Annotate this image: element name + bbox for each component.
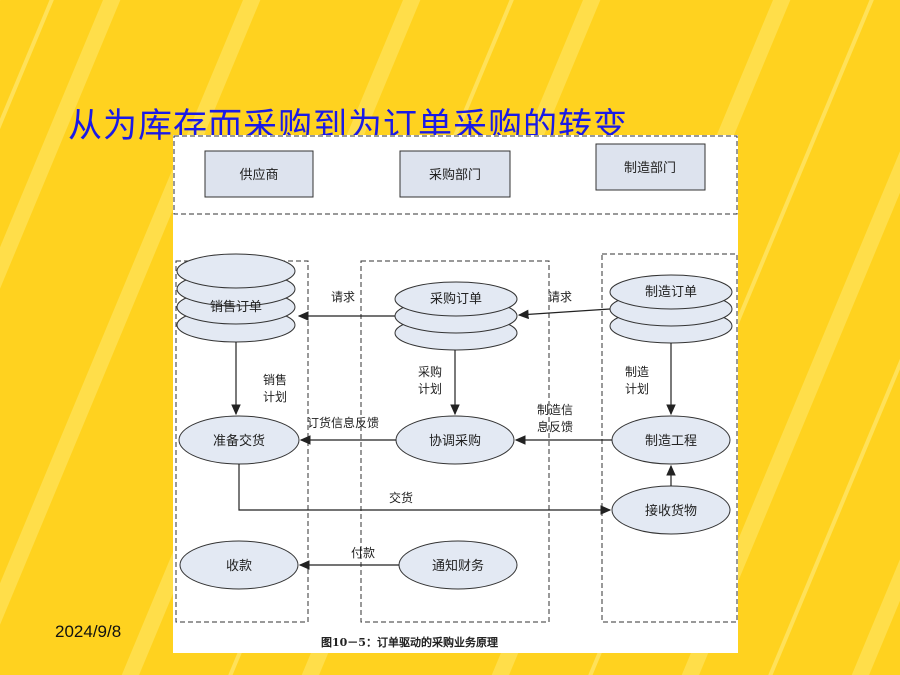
arrow-delivery <box>238 464 612 515</box>
top-frame <box>173 135 738 215</box>
label-mfg-feedback-1: 制造信 <box>537 403 573 417</box>
receive-goods-node: 接收货物 <box>611 485 731 535</box>
purchasing-dept-box: 采购部门 <box>399 150 511 198</box>
manufacturing-dept-box: 制造部门 <box>595 143 706 191</box>
arrow-mfg-to-purchase <box>517 308 611 320</box>
supplier-label: 供应商 <box>239 167 278 183</box>
label-delivery: 交货 <box>389 490 413 505</box>
notify-finance-label: 通知财务 <box>432 558 484 574</box>
prepare-delivery-label: 准备交货 <box>213 433 265 449</box>
coordinate-purchase-label: 协调采购 <box>429 433 481 449</box>
label-sales-plan-1: 销售 <box>263 372 287 387</box>
collect-payment-node: 收款 <box>179 540 299 590</box>
purchase-order-stack <box>394 281 518 351</box>
sales-order-label: 销售订单 <box>210 299 262 315</box>
label-mfg-plan-2: 计划 <box>625 382 649 396</box>
sales-order-stack <box>176 253 296 343</box>
supplier-box: 供应商 <box>204 150 314 198</box>
notify-finance-node: 通知财务 <box>398 540 518 590</box>
receive-goods-label: 接收货物 <box>645 503 697 519</box>
label-order-feedback: 订货信息反馈 <box>307 415 379 430</box>
purchasing-dept-label: 采购部门 <box>429 167 481 183</box>
collect-payment-label: 收款 <box>226 559 252 574</box>
diagram-caption: 图10－5：订单驱动的采购业务原理 <box>321 635 498 649</box>
manufacturing-dept-label: 制造部门 <box>624 161 676 176</box>
label-mfg-feedback-2: 息反馈 <box>537 419 573 434</box>
label-purchase-plan-2: 计划 <box>418 382 442 396</box>
slide-date: 2024/9/8 <box>55 622 122 641</box>
label-sales-plan-2: 计划 <box>263 390 287 404</box>
label-payment: 付款 <box>351 546 375 560</box>
label-request-left: 请求 <box>331 290 355 304</box>
manufacturing-lane-frame <box>601 253 738 623</box>
manufacturing-order-label: 制造订单 <box>645 285 697 300</box>
label-purchase-plan-1: 采购 <box>418 364 442 379</box>
purchase-lane-frame <box>360 260 550 623</box>
label-mfg-plan-1: 制造 <box>625 365 649 379</box>
manufacturing-order-stack <box>609 274 733 344</box>
purchasing-flow-diagram: 供应商 采购部门 制造部门 销售订单 采购订单 制造订单 准备交货 协调采购 制… <box>173 135 738 653</box>
prepare-delivery-node: 准备交货 <box>178 415 300 465</box>
label-request-right: 请求 <box>548 290 572 304</box>
manufacturing-engineering-node: 制造工程 <box>611 415 731 465</box>
purchase-order-label: 采购订单 <box>430 291 482 307</box>
coordinate-purchase-node: 协调采购 <box>395 415 515 465</box>
manufacturing-engineering-label: 制造工程 <box>645 434 697 449</box>
